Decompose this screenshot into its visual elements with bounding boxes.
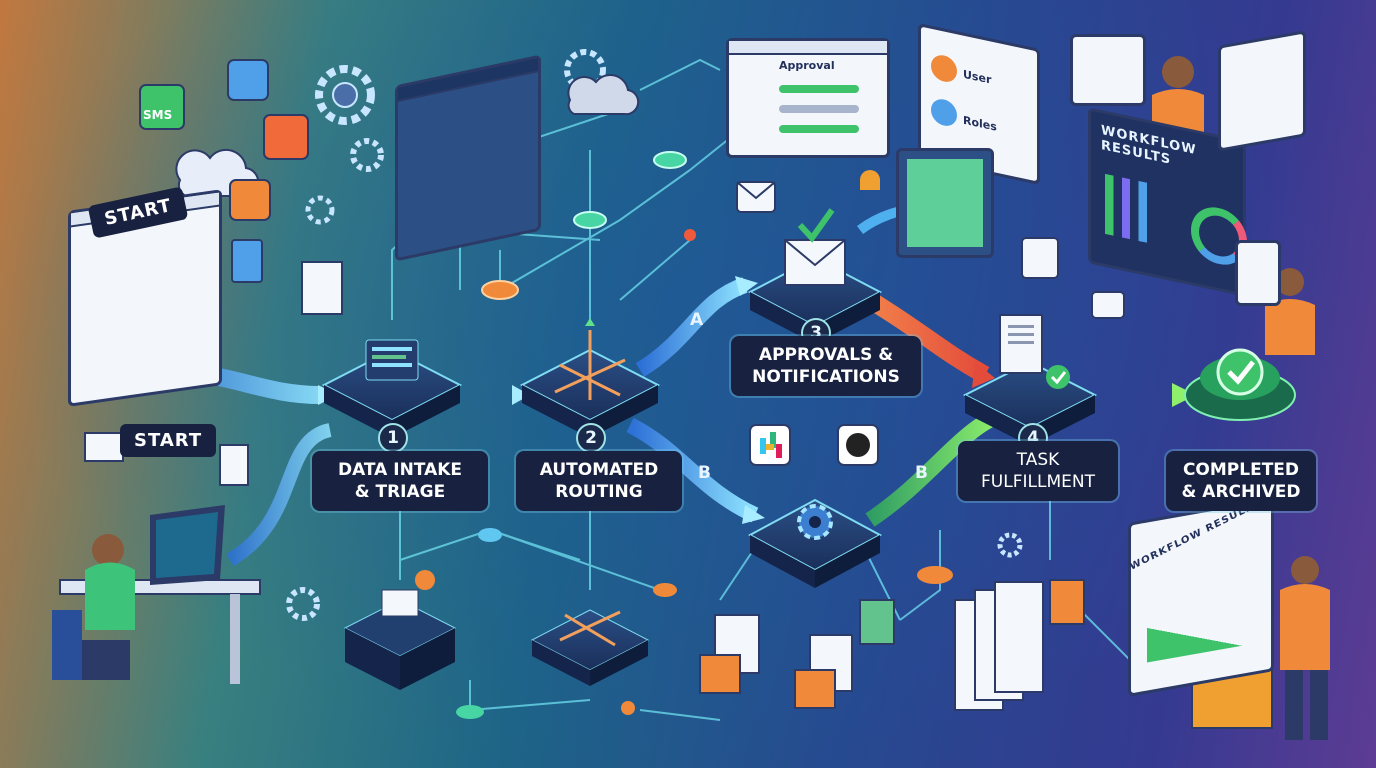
step-2-label: AUTOMATED ROUTING (516, 451, 682, 511)
start-label-bottom: START (120, 424, 216, 457)
approval-toggle-1 (779, 85, 859, 93)
user-at-desk (52, 505, 260, 684)
chart-tile-3 (1235, 240, 1281, 306)
avatar (931, 53, 957, 85)
video-review-screen (896, 148, 994, 258)
server-stack-left (345, 570, 455, 690)
approval-panel: Approval (726, 38, 890, 158)
platform-complete (1185, 350, 1295, 420)
branch-b-label: B (698, 463, 711, 483)
step-complete-label: COMPLETED & ARCHIVED (1166, 451, 1316, 511)
mail-icon (84, 432, 124, 462)
approval-title: Approval (779, 59, 835, 72)
user-label: User (963, 68, 991, 87)
branch-b-label-2: B (915, 463, 928, 483)
step-1-label: DATA INTAKE & TRIAGE (312, 451, 488, 511)
step-2-number: 2 (576, 423, 606, 453)
step-4-label: TASK FULFILLMENT (958, 441, 1118, 501)
cloud-icon-2 (568, 75, 638, 114)
intake-dashboard-window (395, 54, 541, 261)
approval-toggle-2 (779, 105, 859, 113)
step-3-label: APPROVALS & NOTIFICATIONS (731, 336, 921, 396)
platform-gear (750, 500, 880, 588)
chart-tile-2 (1218, 30, 1306, 152)
sms-label: SMS (143, 108, 172, 122)
approval-toggle-3 (779, 125, 859, 133)
results-report-board: WORKFLOW RESULTS (1128, 497, 1274, 697)
chart-tile-1 (1070, 34, 1146, 106)
platform-lower-routing (532, 610, 648, 686)
step-1-number: 1 (378, 423, 408, 453)
avatar (931, 97, 957, 129)
roles-label: Roles (963, 114, 997, 134)
branch-a-label: A (690, 310, 703, 330)
